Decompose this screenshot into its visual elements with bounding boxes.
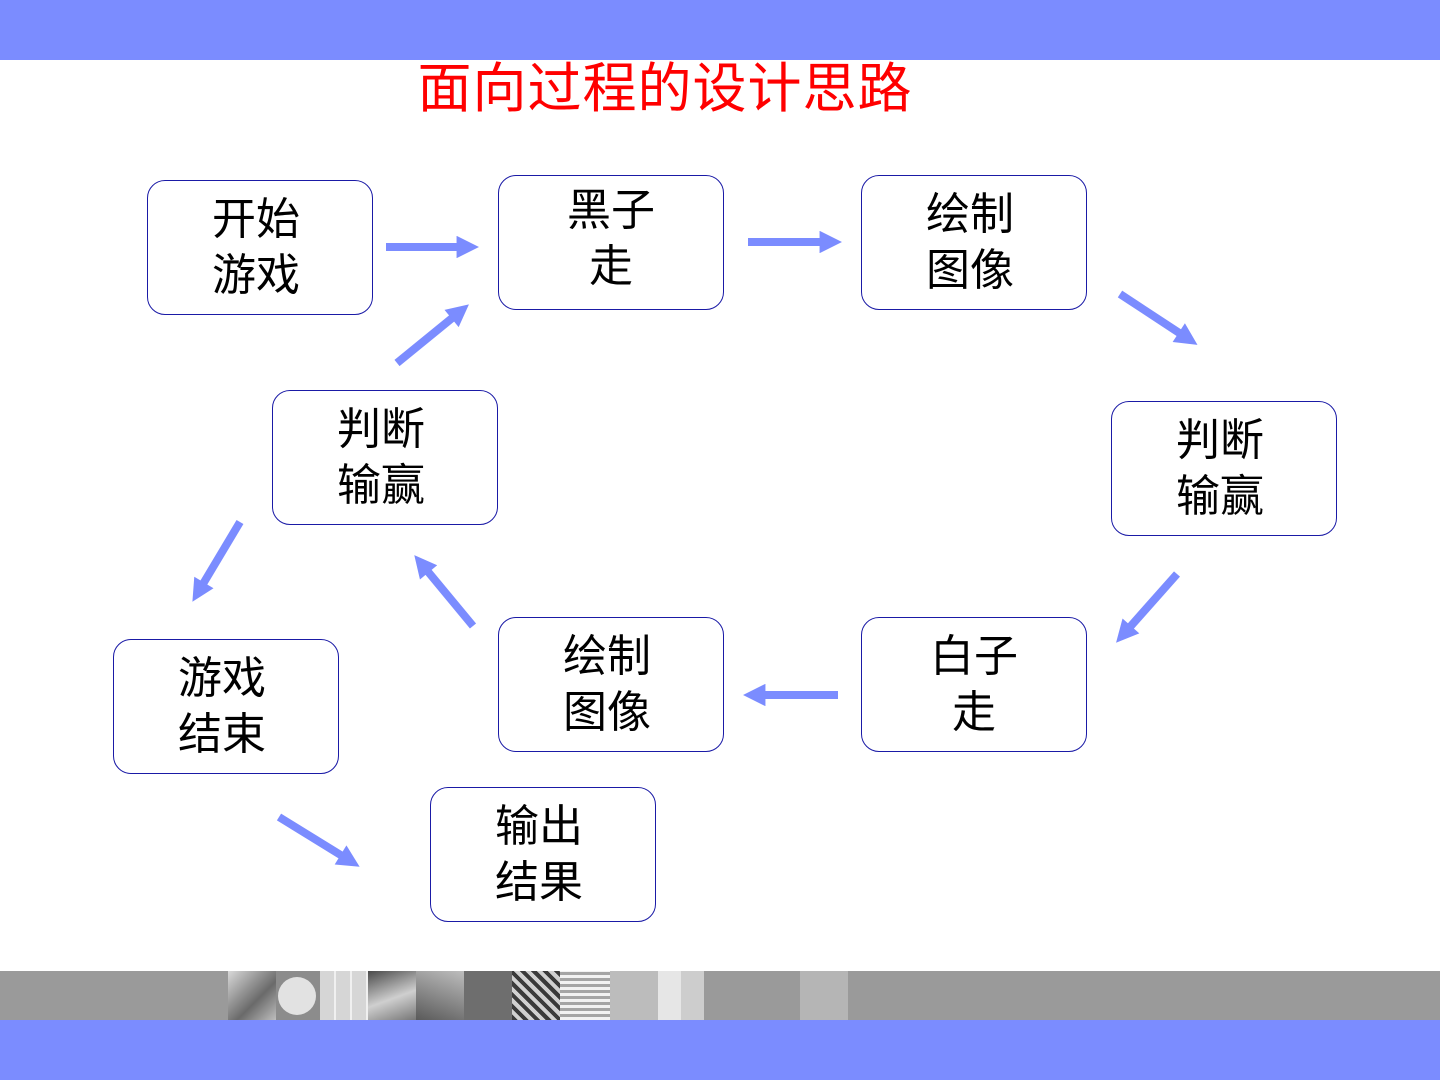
arrow-judge-to-white	[1122, 574, 1177, 636]
arrow-gameover-to-output	[279, 817, 352, 862]
arrow-draw-to-judge	[1120, 294, 1190, 340]
node-white-move: 白子 走	[861, 617, 1087, 752]
arrow-judge-to-gameover	[197, 522, 240, 594]
node-game-over-label: 游戏 结束	[178, 651, 274, 763]
node-start-game-label: 开始 游戏	[212, 192, 308, 304]
node-judge-win-right-label: 判断 输赢	[1176, 413, 1272, 525]
node-judge-win-right: 判断 输赢	[1111, 401, 1337, 536]
arrow-judge-to-black	[397, 310, 462, 363]
bottom-banner	[0, 1020, 1440, 1080]
node-black-move: 黑子 走	[498, 175, 724, 310]
node-black-move-label: 黑子 走	[563, 183, 659, 295]
node-draw-image-1: 绘制 图像	[861, 175, 1087, 310]
node-start-game: 开始 游戏	[147, 180, 373, 315]
node-output-result: 输出 结果	[430, 787, 656, 922]
node-output-result-label: 输出 结果	[495, 799, 591, 911]
arrow-draw-to-judge-left	[420, 562, 473, 626]
node-game-over: 游戏 结束	[113, 639, 339, 774]
node-draw-image-2-label: 绘制 图像	[563, 629, 659, 741]
decorative-photo-strip	[0, 971, 1440, 1020]
node-white-move-label: 白子 走	[926, 629, 1022, 741]
node-judge-win-left-label: 判断 输赢	[337, 402, 433, 514]
node-draw-image-1-label: 绘制 图像	[926, 187, 1022, 299]
node-judge-win-left: 判断 输赢	[272, 390, 498, 525]
node-draw-image-2: 绘制 图像	[498, 617, 724, 752]
